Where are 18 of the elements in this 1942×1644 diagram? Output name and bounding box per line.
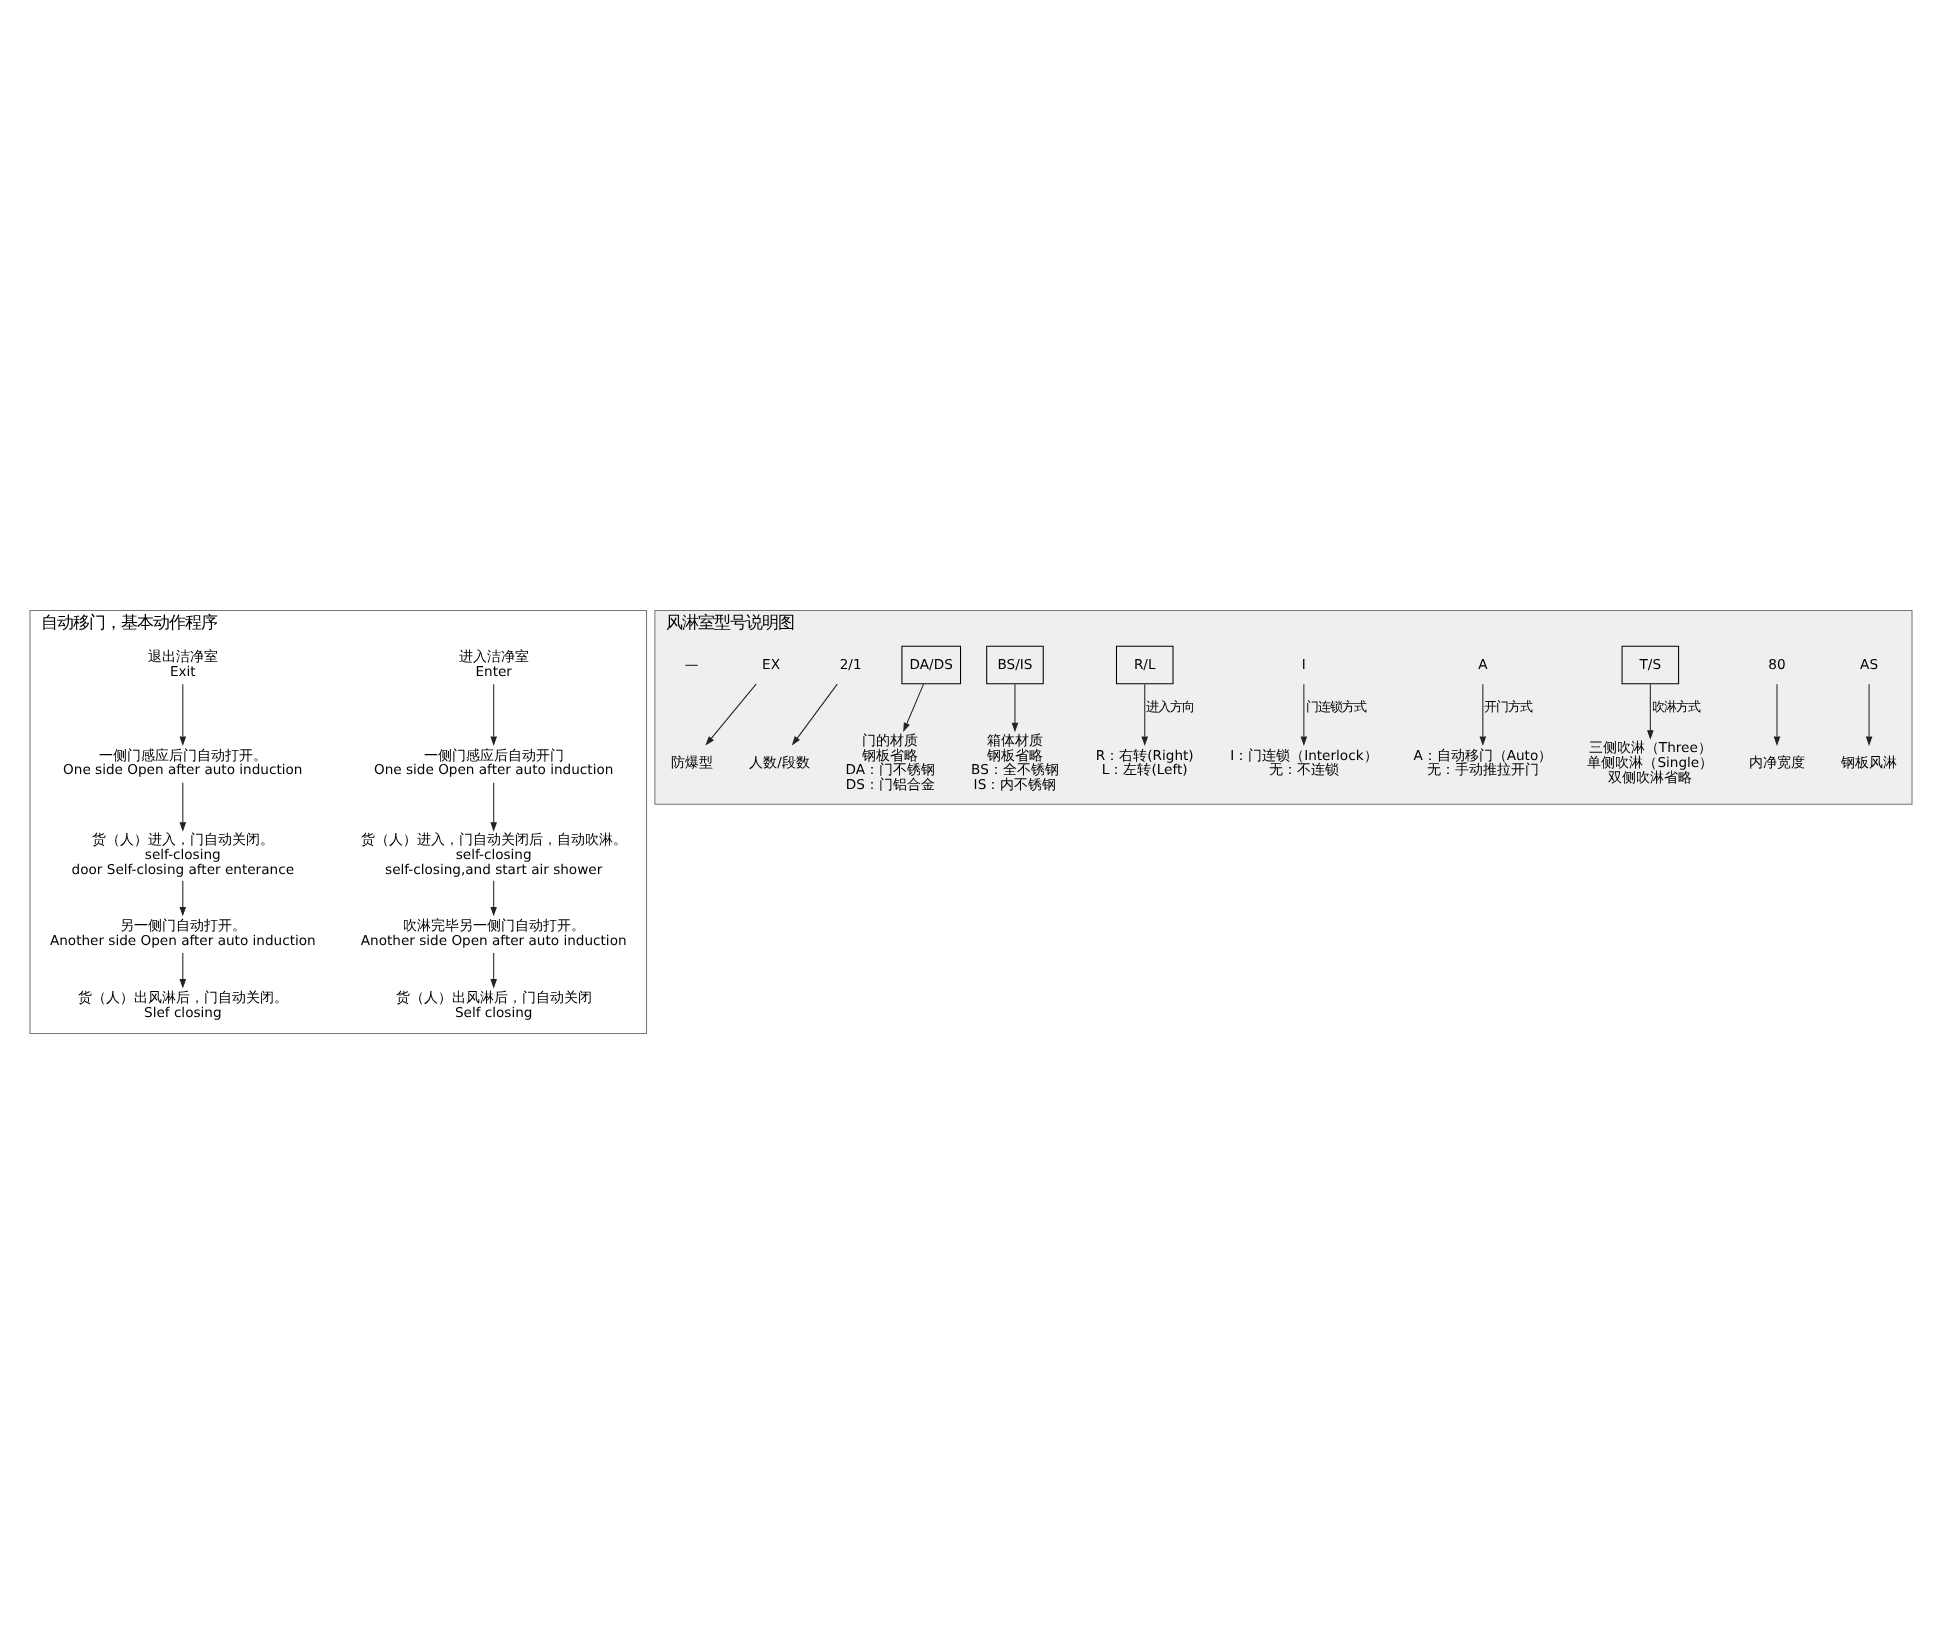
arrow — [903, 683, 925, 733]
arrow — [1647, 683, 1654, 740]
arrow — [490, 683, 497, 746]
arrow — [490, 952, 497, 989]
arrow — [490, 782, 497, 832]
arrow — [1141, 683, 1149, 746]
arrow — [705, 683, 757, 746]
arrow — [179, 782, 187, 832]
arrow — [1479, 683, 1487, 746]
arrow — [791, 683, 838, 746]
arrow — [1865, 683, 1873, 746]
arrow — [179, 880, 187, 917]
arrow — [1773, 683, 1781, 746]
arrow — [179, 952, 187, 989]
arrow — [1300, 683, 1308, 746]
arrow — [1011, 683, 1019, 733]
arrow — [490, 880, 497, 917]
arrow — [179, 683, 187, 746]
